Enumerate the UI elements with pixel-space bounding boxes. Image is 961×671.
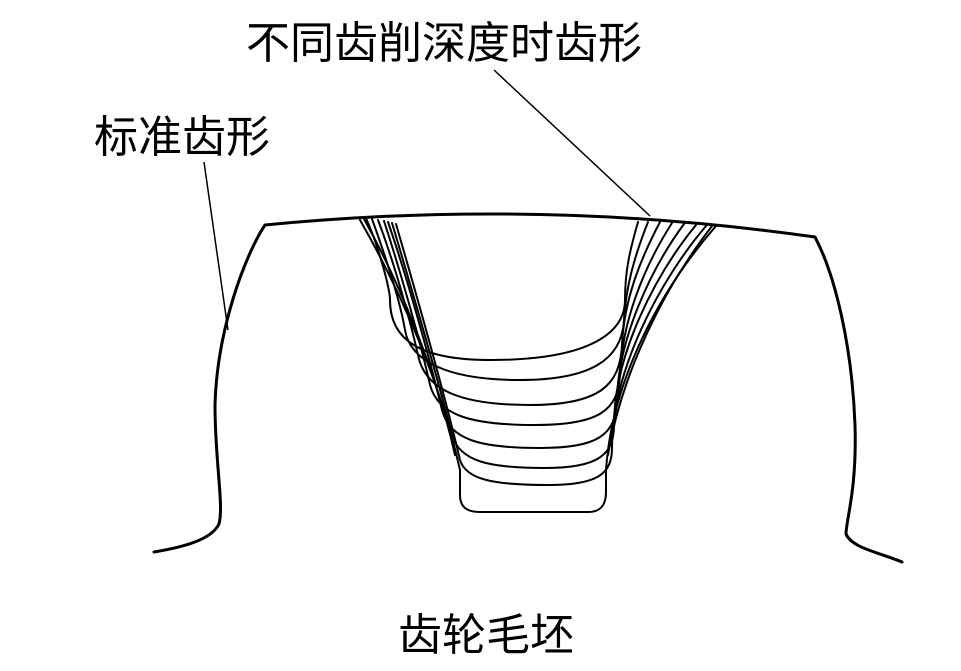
cut-contour-5 (387, 221, 685, 449)
leader-cut-profiles (493, 69, 651, 217)
cut-contour-6 (391, 222, 697, 469)
cut-contour-1 (365, 217, 639, 361)
cut-contour-4 (383, 220, 673, 426)
cut-contour-inner-right (607, 225, 713, 456)
label-gear-blank: 齿轮毛坯 (398, 610, 574, 661)
cut-contour-2 (371, 218, 649, 381)
label-standard-profile: 标准齿形 (94, 112, 270, 163)
standard-tooth-outline (152, 212, 904, 564)
cut-contour-deepest (359, 219, 717, 513)
leader-standard-profile (203, 161, 229, 331)
cut-contour-inner-left (363, 218, 456, 456)
cut-depth-contours (359, 217, 717, 513)
cut-contour-7 (395, 223, 707, 486)
label-cut-profiles: 不同齿削深度时齿形 (246, 18, 642, 69)
